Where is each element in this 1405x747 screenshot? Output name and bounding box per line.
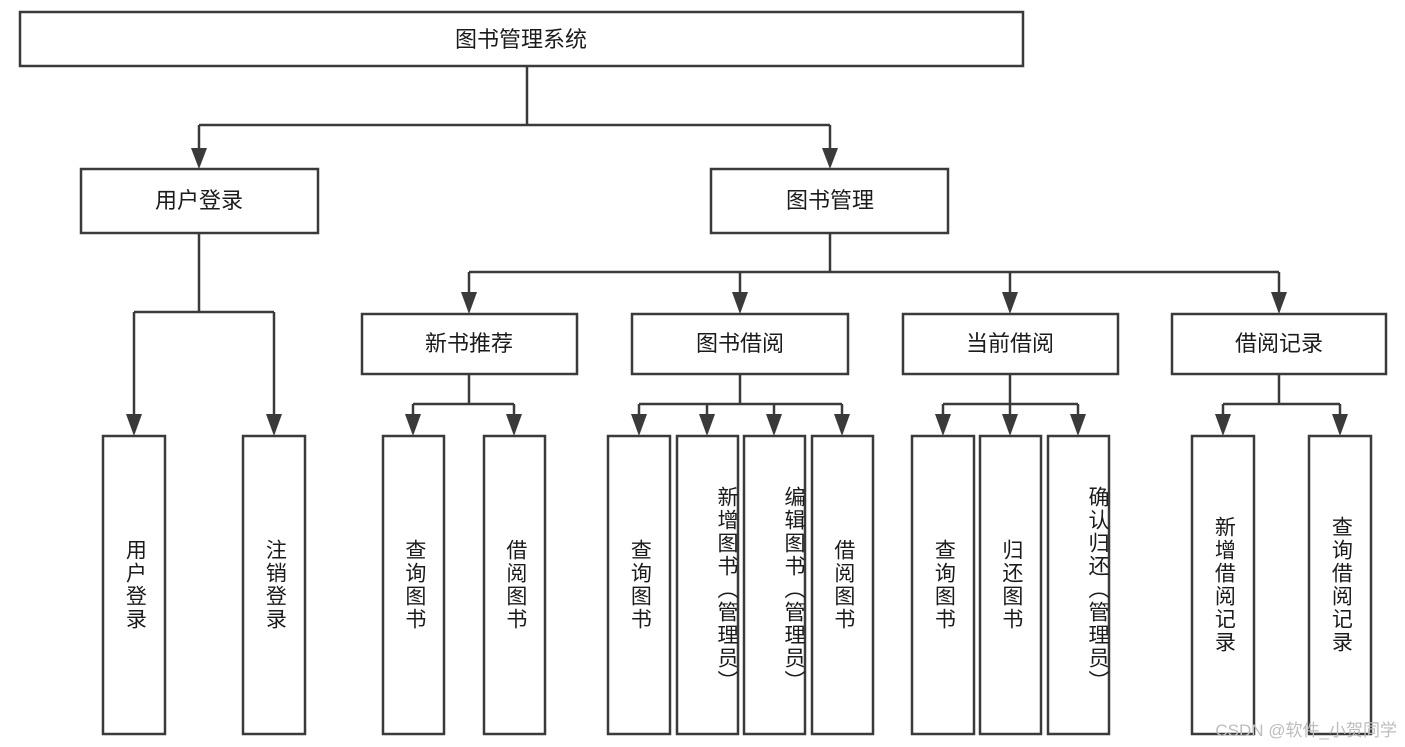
leaf-box-query-book-2[interactable] (606, 434, 672, 736)
arrow-leaf-add-book (699, 414, 715, 436)
arrow-book-borrow (732, 292, 748, 314)
leaf-label-user-login: 用户登录 (123, 539, 147, 631)
leaf-label-edit-book: 编辑图书（管理员） (782, 485, 805, 693)
arrow-leaf-borrow-book-2 (834, 414, 850, 436)
node-borrow-record-label: 借阅记录 (1235, 331, 1323, 356)
leaf-box-borrow-book-1[interactable] (482, 434, 547, 736)
arrow-leaf-logout (266, 414, 282, 436)
node-current-borrow[interactable] (901, 312, 1120, 376)
arrow-leaf-query-book-3 (935, 414, 951, 436)
node-root[interactable] (18, 10, 1025, 68)
arrow-leaf-borrow-book-1 (506, 414, 522, 436)
leaf-label-query-book-2: 查询图书 (628, 539, 652, 631)
arrow-leaf-confirm-return (1070, 414, 1086, 436)
leaf-box-borrow-book-2[interactable] (810, 434, 875, 736)
arrow-leaf-user-login (126, 414, 142, 436)
arrow-borrow-record (1271, 292, 1287, 314)
node-box-group: 图书管理系统 用户登录 图书管理 新书推荐 图书借阅 当前借阅 借阅记录 (18, 10, 1388, 736)
node-book-manage[interactable] (709, 167, 950, 235)
leaf-label-confirm-return: 确认归还（管理员） (1086, 485, 1109, 693)
leaf-label-query-book-1: 查询图书 (402, 539, 426, 631)
leaf-box-query-book-3[interactable] (910, 434, 976, 736)
arrow-book-manage (822, 148, 838, 169)
arrow-leaf-query-book-1 (405, 414, 421, 436)
leaf-box-confirm-return[interactable] (1046, 434, 1111, 736)
node-book-borrow[interactable] (630, 312, 850, 376)
node-new-book-rec-label: 新书推荐 (425, 331, 513, 356)
arrow-leaf-edit-book (766, 414, 782, 436)
leaf-label-query-record: 查询借阅记录 (1329, 516, 1353, 654)
leaf-box-query-book-1[interactable] (381, 434, 446, 736)
arrow-current-borrow (1002, 292, 1018, 314)
leaf-label-add-book: 新增图书（管理员） (715, 485, 738, 693)
node-borrow-record[interactable] (1170, 312, 1388, 376)
node-new-book-rec[interactable] (360, 312, 579, 376)
node-root-label: 图书管理系统 (455, 27, 587, 52)
leaf-box-edit-book[interactable] (742, 434, 807, 736)
leaf-label-borrow-book-2: 借阅图书 (831, 539, 855, 631)
arrow-new-book-rec (461, 292, 477, 314)
node-user-login[interactable] (79, 167, 320, 235)
connector-group (126, 66, 1348, 436)
arrow-leaf-return-book (1002, 414, 1018, 436)
arrow-user-login (191, 148, 207, 169)
leaf-label-query-book-3: 查询图书 (932, 539, 956, 631)
leaf-label-logout: 注销登录 (263, 539, 287, 631)
node-book-manage-label: 图书管理 (786, 188, 874, 213)
leaf-box-add-record[interactable] (1190, 434, 1256, 736)
leaf-label-return-book: 归还图书 (999, 539, 1023, 631)
arrow-leaf-query-record (1332, 414, 1348, 436)
leaf-label-borrow-book-1: 借阅图书 (503, 539, 527, 631)
leaf-box-user-login[interactable] (101, 434, 167, 736)
leaf-box-return-book[interactable] (978, 434, 1043, 736)
leaf-label-add-record: 新增借阅记录 (1212, 516, 1236, 654)
arrow-leaf-add-record (1215, 414, 1231, 436)
node-current-borrow-label: 当前借阅 (966, 331, 1054, 356)
node-book-borrow-label: 图书借阅 (696, 331, 784, 356)
leaf-box-logout[interactable] (241, 434, 307, 736)
leaf-box-add-book[interactable] (675, 434, 740, 736)
leaf-box-query-record[interactable] (1307, 434, 1373, 736)
node-user-login-label: 用户登录 (155, 188, 243, 213)
csdn-watermark: CSDN @软件_小贺同学 (1215, 721, 1397, 740)
arrow-leaf-query-book-2 (631, 414, 647, 436)
